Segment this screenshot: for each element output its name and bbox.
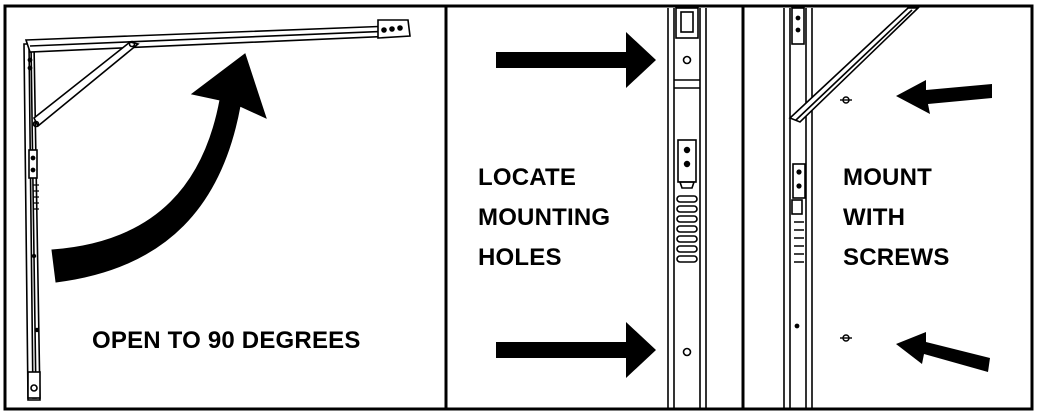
- screw-icon: [840, 334, 852, 342]
- caption-open-to-90-degrees: OPEN TO 90 DEGREES: [92, 327, 361, 354]
- caption-mount-with-screws: MOUNT WITH SCREWS: [843, 158, 950, 278]
- caption-line: MOUNTING: [478, 204, 611, 231]
- rail-closeup-locate: [667, 7, 707, 408]
- caption-line: MOUNT: [843, 164, 932, 191]
- caption-line: WITH: [843, 204, 906, 231]
- outer-frame: [3, 4, 1034, 411]
- caption-line: HOLES: [478, 244, 562, 271]
- left-arrow-icon: [896, 80, 992, 114]
- screw-icon: [840, 96, 852, 104]
- right-arrow-icon: [496, 322, 656, 378]
- caption-locate-mounting-holes: LOCATE MOUNTING HOLES: [478, 158, 610, 278]
- right-arrow-icon: [496, 32, 656, 88]
- caption-line: SCREWS: [843, 244, 950, 271]
- mounting-hole-top: [682, 55, 692, 65]
- mounting-hole-bottom: [682, 347, 692, 357]
- left-arrow-icon: [896, 332, 990, 372]
- bracket-open: [23, 19, 411, 401]
- caption-line: LOCATE: [478, 164, 577, 191]
- rail-mounted-with-bracket: [783, 7, 920, 408]
- curved-arrow-icon: [51, 53, 267, 283]
